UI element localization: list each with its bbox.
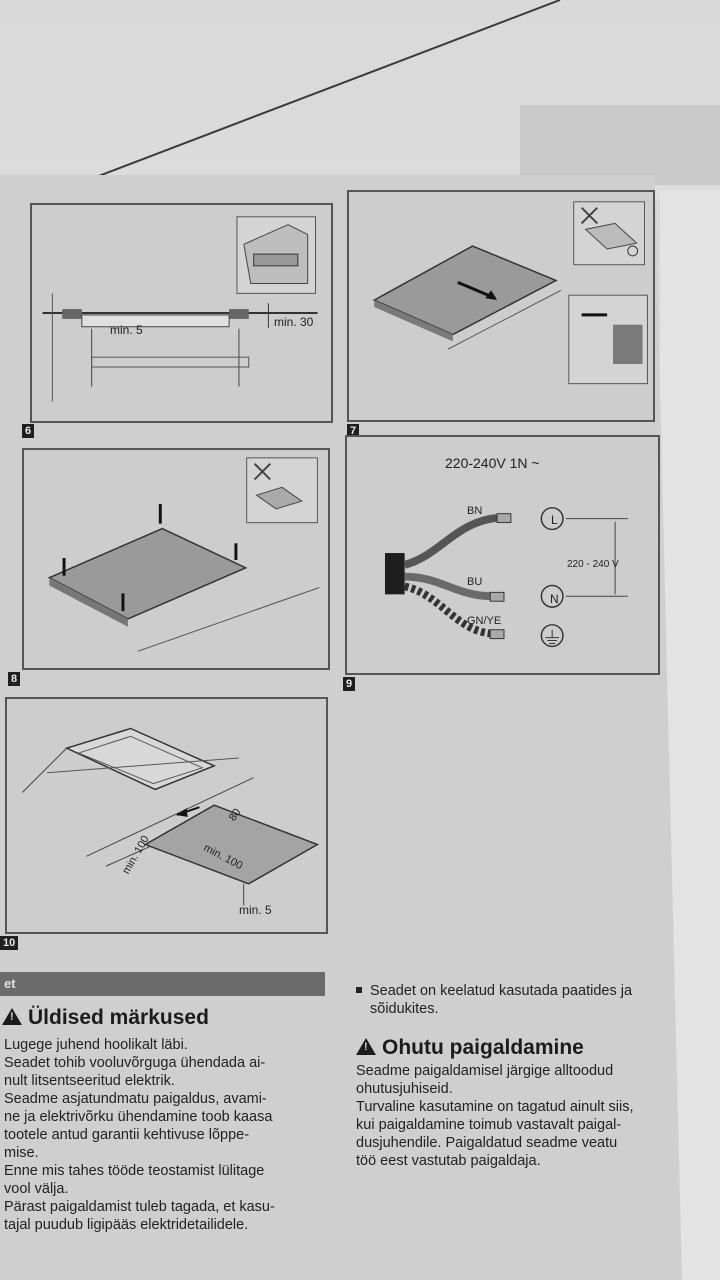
general-line: ne ja elektrivõrku ühendamine toob kaasa	[4, 1109, 273, 1125]
bullet-line: Seadet on keelatud kasutada paatides ja	[370, 983, 633, 999]
figure-7-number: 7	[347, 424, 360, 438]
fig9-voltage-range: 220 - 240 V	[567, 559, 619, 570]
safety-line: ohutusjuhiseid.	[356, 1081, 453, 1097]
figure-6-drawing	[42, 216, 318, 402]
bullet-note: Seadet on keelatud kasutada paatides ja …	[356, 982, 686, 1018]
figure-8-number: 8	[8, 672, 21, 686]
safety-heading-text: Ohutu paigaldamine	[382, 1036, 584, 1059]
section-tab-label: et	[4, 976, 16, 991]
figure-8	[22, 448, 330, 670]
safety-heading: Ohutu paigaldamine	[356, 1036, 584, 1060]
figure-6-number: 6	[22, 424, 35, 438]
general-notes-text: Lugege juhend hoolikalt läbi. Seadet toh…	[4, 1036, 329, 1234]
fig9-terminal-l: L	[551, 513, 558, 527]
warning-triangle-icon	[356, 1038, 376, 1055]
warning-triangle-icon	[2, 1008, 22, 1025]
figure-8-drawing	[47, 457, 320, 652]
fig10-label-min5: min. 5	[239, 903, 272, 917]
general-line: nult litsentseeritud elektrik.	[4, 1073, 175, 1089]
general-heading: Üldised märkused	[2, 1006, 209, 1030]
figure-9-number: 9	[343, 677, 356, 691]
figure-10-number: 10	[0, 936, 19, 950]
general-line: tajal puudub ligipääs elektridetailidele…	[4, 1217, 249, 1233]
safety-line: Turvaline kasutamine on tagatud ainult s…	[356, 1099, 634, 1115]
bullet-line: sõidukites.	[370, 1001, 439, 1017]
general-line: vool välja.	[4, 1181, 69, 1197]
fig9-wire-bn: BN	[467, 505, 483, 517]
general-line: tootele antud garantii kehtivuse lõppe-	[4, 1127, 250, 1143]
figure-9-drawing	[384, 507, 628, 648]
general-line: Seadme asjatundmatu paigaldus, avami-	[4, 1091, 267, 1107]
bullet-square-icon	[356, 987, 362, 993]
fig9-voltage-title: 220-240V 1N ~	[445, 455, 540, 471]
figure-10-drawing	[22, 727, 320, 906]
general-line: Pärast paigaldamist tuleb tagada, et kas…	[4, 1199, 275, 1215]
fig6-label-min5: min. 5	[110, 323, 143, 337]
figure-7	[347, 190, 655, 422]
safety-line: töö eest vastutab paigaldaja.	[356, 1153, 541, 1169]
safety-line: dusjuhendile. Paigaldatud seadme veatu	[356, 1135, 618, 1151]
fig9-terminal-n: N	[550, 592, 559, 606]
general-line: mise.	[4, 1145, 39, 1161]
wall-edge-line	[74, 0, 720, 186]
safety-line: kui paigaldamine toimub vastavalt paigal…	[356, 1117, 622, 1133]
figure-7-drawing	[372, 201, 648, 385]
general-line: Enne mis tahes tööde teostamist lülitage	[4, 1163, 265, 1179]
general-line: Lugege juhend hoolikalt läbi.	[4, 1037, 188, 1053]
general-line: Seadet tohib vooluvõrguga ühendada ai-	[4, 1055, 266, 1071]
fig9-wire-bu: BU	[467, 576, 483, 588]
figure-9: 220-240V 1N ~ BN BU GN/YE L N 220 - 240 …	[345, 435, 660, 675]
section-tab-bar: et	[0, 972, 325, 996]
general-heading-text: Üldised märkused	[28, 1006, 209, 1029]
figure-10: 80 min. 100 min. 100 min. 5	[5, 697, 328, 934]
fig6-label-min30: min. 30	[274, 315, 314, 329]
safety-text: Seadme paigaldamisel järgige alltoodud o…	[356, 1062, 686, 1170]
figure-6: min. 5 min. 30	[30, 203, 333, 423]
safety-line: Seadme paigaldamisel järgige alltoodud	[356, 1063, 614, 1079]
fig9-wire-gnye: GN/YE	[467, 615, 502, 627]
